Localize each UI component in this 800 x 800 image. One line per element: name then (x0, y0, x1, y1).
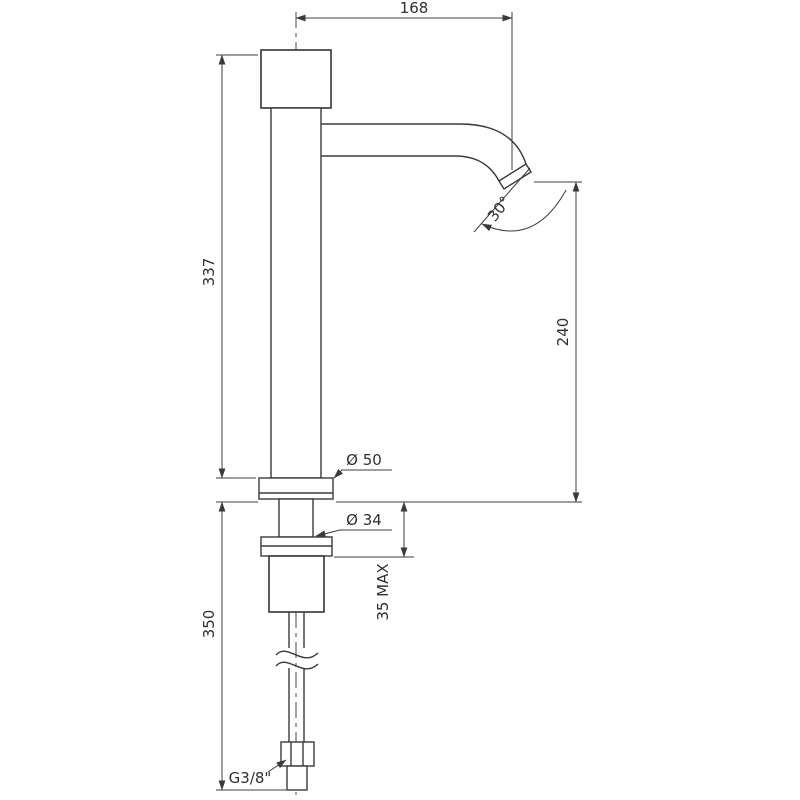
dim-spout-reach: 168 (295, 0, 513, 170)
threaded-section (268, 555, 325, 613)
angle-arc (481, 189, 567, 232)
threaded-section-outline (268, 555, 325, 613)
hose-end (286, 765, 308, 791)
thread-leader (267, 759, 287, 773)
dia-50-leader (333, 468, 392, 479)
dim-outlet-angle: 30° (473, 167, 567, 233)
base-flange (258, 477, 334, 500)
dim-337-label: 337 (200, 258, 218, 287)
label-thread-size: G3/8" (229, 759, 287, 787)
hose-nut (280, 741, 315, 767)
mounting-shank (278, 498, 314, 538)
dia-34-label: Ø 34 (346, 511, 382, 529)
thread-size-label: G3/8" (229, 769, 272, 787)
angle-reference-line (473, 167, 531, 233)
spout-aerator-tip (498, 163, 532, 190)
break-symbol-bottom (275, 661, 319, 670)
dia-34-leader (315, 529, 392, 537)
faucet-outline (258, 49, 532, 791)
dim-shank-diameter: Ø 34 (315, 511, 392, 537)
break-symbol-top (275, 650, 319, 659)
dim-outlet-height: 240 (336, 181, 582, 503)
spout-inner-edge (321, 155, 500, 182)
dia-50-label: Ø 50 (346, 451, 382, 469)
dim-flange-diameter: Ø 50 (333, 451, 392, 479)
dim-168-label: 168 (400, 0, 429, 17)
dim-350-label: 350 (200, 610, 218, 639)
dim-30deg-label: 30° (484, 193, 515, 225)
dim-hose-length: 350 (200, 501, 286, 791)
faucet-body-column (270, 107, 322, 479)
knurled-handle (260, 49, 332, 109)
spout-outer-edge (321, 123, 527, 165)
dim-body-height: 337 (200, 54, 258, 479)
dim-35max-label: 35 MAX (374, 563, 392, 620)
dim-240-label: 240 (554, 318, 572, 347)
dim-deck-thickness: 35 MAX (334, 501, 414, 621)
